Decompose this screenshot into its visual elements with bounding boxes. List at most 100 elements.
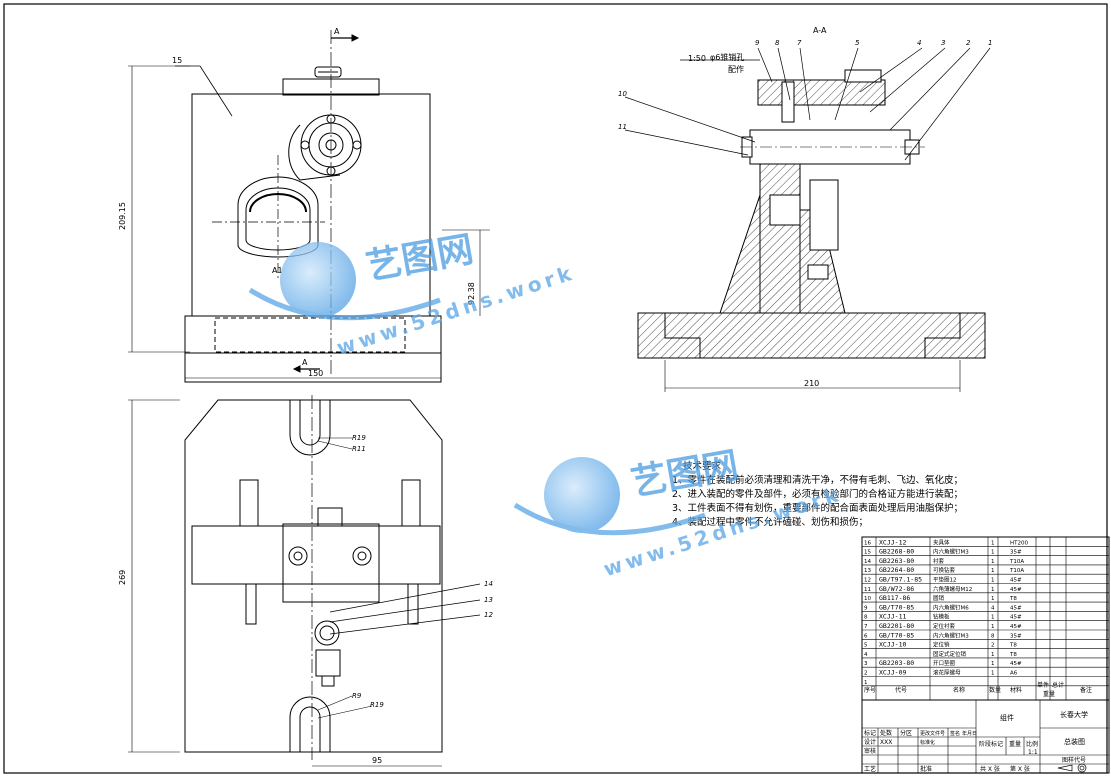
bom-cell-no: 5 xyxy=(864,643,868,649)
top-dim-width: 95 xyxy=(372,756,382,765)
title-block xyxy=(861,699,1110,774)
bom-cell-qty: 1 xyxy=(991,652,995,658)
watermark-globe-icon-2 xyxy=(544,457,620,533)
bom-cell-mat: 45# xyxy=(1010,624,1022,630)
tb-review: 审核 xyxy=(864,747,876,755)
tb-zone: 分区 xyxy=(900,729,912,737)
bom-header-code: 代号 xyxy=(895,686,907,694)
bom-cell-no: 2 xyxy=(864,671,868,677)
tb-designer-name: XXX xyxy=(880,739,892,746)
front-dim-width: 150 xyxy=(308,369,323,378)
bom-cell-qty: 1 xyxy=(991,550,995,556)
front-section-mark-bottom: A xyxy=(302,358,308,367)
balloon-4: 4 xyxy=(917,39,921,47)
tech-item-4: 4、装配过程中零件不允许磕碰、划伤和损伤； xyxy=(672,516,868,528)
bom-cell-code: GB117-86 xyxy=(879,594,910,602)
bom-cell-code: GB2201-80 xyxy=(879,622,914,630)
title-block-text: 组件 长春大学 总装图 阶段标记 重量 比例 1:1 标记 处数 分区 更改文件… xyxy=(864,710,1088,773)
bom-cell-name: 固定式定位销 xyxy=(933,650,967,658)
bom-cell-name: 衬套 xyxy=(933,557,945,565)
bom-cell-code: XCJJ-11 xyxy=(879,613,906,621)
top-r-label-3: R9 xyxy=(352,692,362,700)
balloon-2: 2 xyxy=(966,39,971,47)
balloon-10: 10 xyxy=(618,90,627,98)
top-balloon-14: 14 xyxy=(484,580,493,588)
bom-cell-code: GB2203-80 xyxy=(879,659,914,667)
bom-cell-no: 11 xyxy=(864,587,871,593)
section-pin-note-2: 配作 xyxy=(728,64,744,74)
bom-cell-code: GB2263-80 xyxy=(879,557,914,565)
bom-cell-no: 9 xyxy=(864,605,868,611)
bom-cell-mat: 45# xyxy=(1010,661,1022,667)
tb-approve: 批准 xyxy=(920,765,932,773)
bom-cell-mat: T10A xyxy=(1009,559,1024,565)
bom-cell-no: 6 xyxy=(864,633,868,639)
bom-cell-code: GB/W72-86 xyxy=(879,585,914,593)
balloon-5: 5 xyxy=(855,39,860,47)
front-section-mark-top: A xyxy=(334,27,340,36)
bom-cell-mat: HT200 xyxy=(1010,540,1028,546)
bom-cell-name: 内六角螺钉M3 xyxy=(933,631,969,639)
bom-cell-qty: 1 xyxy=(991,578,995,584)
tb-weight: 重量 xyxy=(1009,740,1021,748)
top-r-label-1: R19 xyxy=(352,434,366,442)
bom-cell-mat: T10A xyxy=(1009,568,1024,574)
bom-cell-name: 平垫圈12 xyxy=(933,576,957,584)
top-r-label-4: R19 xyxy=(370,701,384,709)
bom-cell-no: 10 xyxy=(864,596,871,602)
bom-cell-no: 12 xyxy=(864,578,871,584)
bom-cell-code: GB/T70-85 xyxy=(879,631,914,639)
bom-cell-no: 7 xyxy=(864,624,868,630)
bom-cell-qty: 8 xyxy=(991,633,995,639)
section-title: A-A xyxy=(813,26,827,35)
bom-cell-mat: 45# xyxy=(1010,578,1022,584)
bom-header-no: 序号 xyxy=(864,686,876,694)
bom-cell-no: 14 xyxy=(864,559,871,565)
bom-cell-mat: T8 xyxy=(1009,643,1017,649)
bom-cell-name: 钻模板 xyxy=(933,613,950,621)
tech-item-1: 1、零件在装配前必须清理和清洗干净，不得有毛刺、飞边、氧化皮； xyxy=(672,474,963,486)
bom-cell-qty: 1 xyxy=(991,661,995,667)
balloon-1: 1 xyxy=(988,39,992,47)
section-balloons: 1 2 3 4 5 7 8 9 10 11 xyxy=(618,39,992,131)
top-dim-height: 269 xyxy=(118,570,127,585)
bom-cell-name: 滚花厚螺母 xyxy=(933,669,961,677)
balloon-3: 3 xyxy=(941,39,945,47)
front-label-15: 15 xyxy=(172,56,182,65)
bom-cell-name: 内六角螺钉M6 xyxy=(933,603,969,611)
tb-ratio-value: 1:1 xyxy=(1028,749,1038,756)
watermark-globe-icon xyxy=(280,242,356,318)
tb-university: 长春大学 xyxy=(1060,710,1088,719)
bom-cell-mat: 45# xyxy=(1010,605,1022,611)
sheet-border xyxy=(3,3,1108,774)
bom-cell-name: 内六角螺钉M3 xyxy=(933,548,969,556)
bom-cell-qty: 1 xyxy=(991,596,995,602)
tech-title: 技术要求 xyxy=(683,460,722,472)
bom-cell-mat: T8 xyxy=(1009,596,1017,602)
tb-doc-no: 更改文件号 xyxy=(920,730,945,737)
projection-symbol-icon xyxy=(1057,763,1087,773)
tb-process: 工艺 xyxy=(864,765,876,773)
front-dim-center: 92.38 xyxy=(467,282,476,305)
top-balloon-13: 13 xyxy=(484,596,493,604)
section-scale-note: 1:50 xyxy=(688,54,706,63)
bom-header-qty: 数量 xyxy=(989,686,1001,694)
bom-header-single: 单件 xyxy=(1037,681,1049,689)
section-pin-note-1: φ6锥销孔 xyxy=(710,52,744,62)
bom-cell-no: 16 xyxy=(864,540,871,546)
section-view xyxy=(624,47,991,392)
bom-cell-mat: 45# xyxy=(1010,615,1022,621)
tb-sign: 签名 xyxy=(950,730,960,737)
bom-cell-name: 夹具体 xyxy=(933,538,950,546)
bom-header-total: 总计 xyxy=(1052,681,1064,689)
bom-cell-qty: 1 xyxy=(991,568,995,574)
bom-cell-name: 可换钻套 xyxy=(933,566,956,574)
balloon-9: 9 xyxy=(755,39,760,47)
bom-cell-qty: 1 xyxy=(991,540,995,546)
top-balloon-12: 12 xyxy=(484,611,493,619)
front-view xyxy=(128,30,490,383)
bom-cell-mat: 45# xyxy=(1010,587,1022,593)
bom-cell-qty: 1 xyxy=(991,559,995,565)
bom-header-note: 备注 xyxy=(1080,686,1092,694)
